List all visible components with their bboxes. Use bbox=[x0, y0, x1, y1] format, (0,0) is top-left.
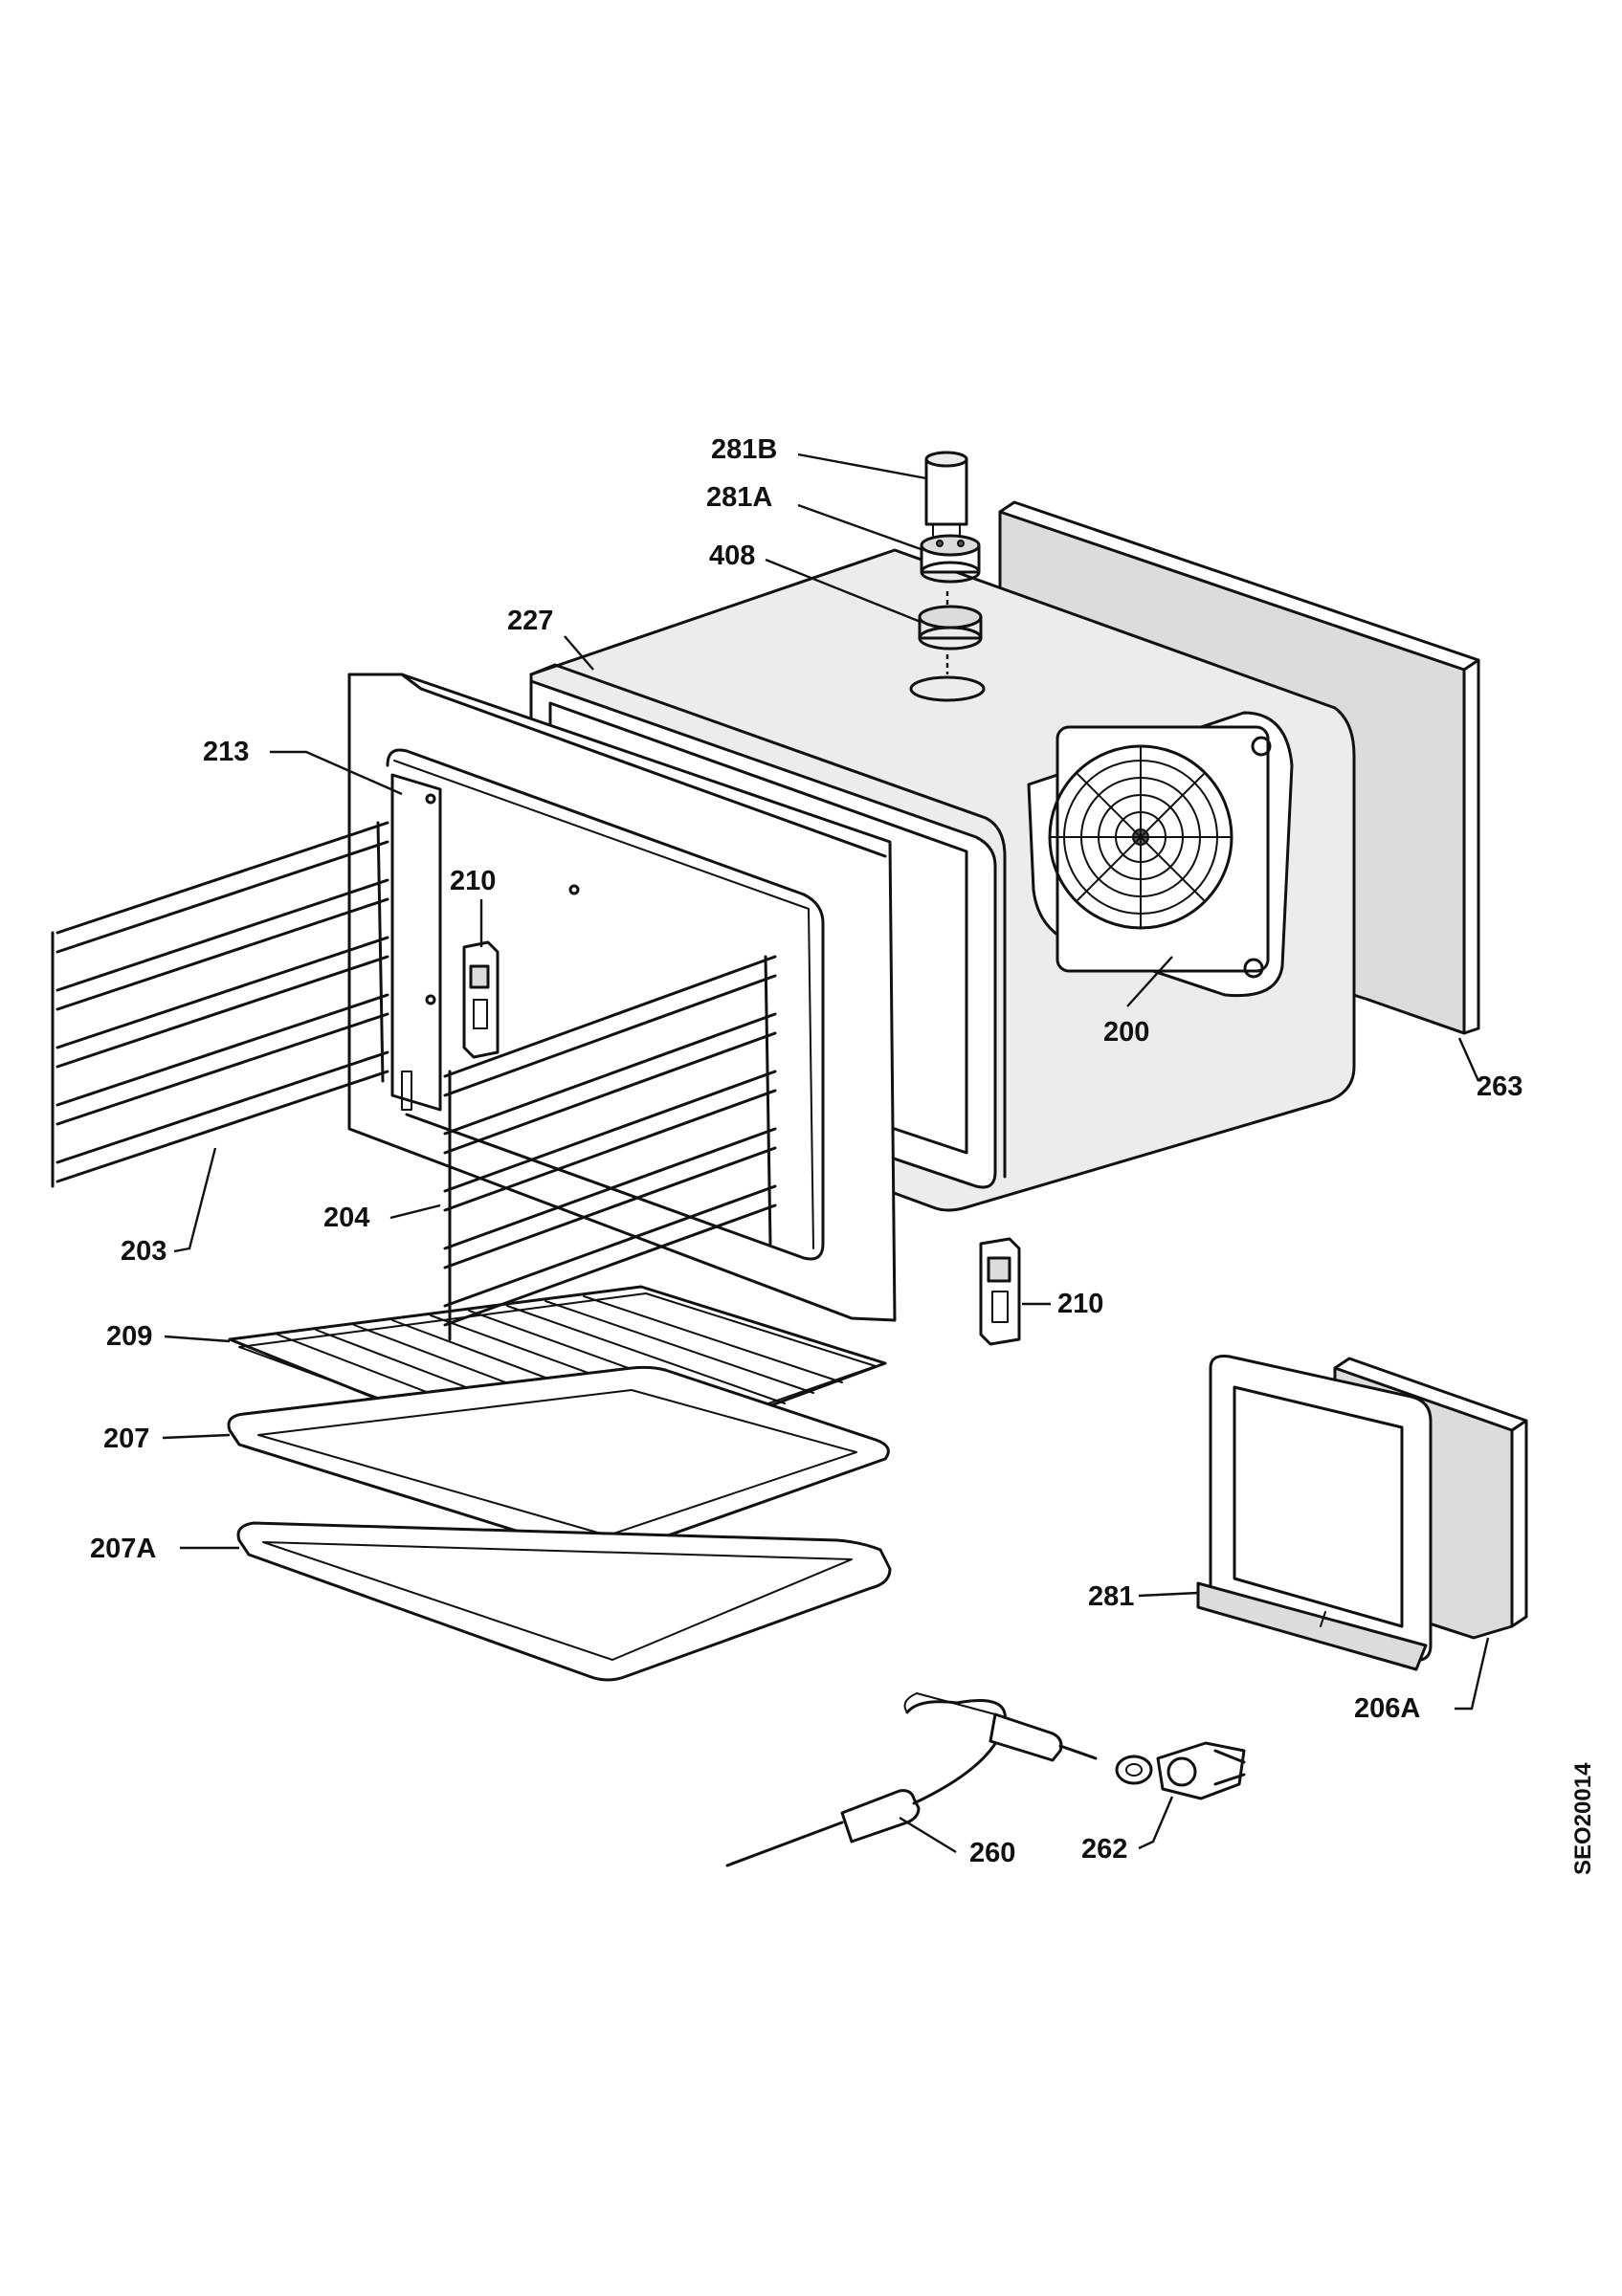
part-260-meat-probe bbox=[725, 1692, 1098, 1867]
callout-263: 263 bbox=[1477, 1071, 1522, 1102]
callout-207: 207 bbox=[103, 1424, 149, 1454]
callout-labels: 281B 281A 408 227 213 210 200 263 204 20… bbox=[90, 434, 1522, 1868]
callout-408: 408 bbox=[709, 541, 755, 571]
callout-209: 209 bbox=[106, 1321, 152, 1352]
callout-204: 204 bbox=[323, 1203, 369, 1233]
callout-227: 227 bbox=[507, 606, 553, 636]
part-281b-lamp-cover bbox=[924, 451, 968, 537]
drawing-code: SEO20014 bbox=[1570, 1762, 1596, 1875]
part-213-front-frame-seal bbox=[347, 673, 897, 1322]
callout-262: 262 bbox=[1081, 1834, 1127, 1865]
part-262-probe-socket bbox=[1115, 1741, 1246, 1800]
part-281-filter-frame bbox=[1196, 1355, 1433, 1671]
callout-281: 281 bbox=[1088, 1581, 1134, 1612]
callout-206a: 206A bbox=[1354, 1693, 1420, 1724]
part-203-left-shelf-support bbox=[51, 821, 389, 1188]
callout-260: 260 bbox=[969, 1838, 1015, 1868]
part-408-lamp-glass bbox=[918, 605, 983, 651]
callout-210-upper: 210 bbox=[450, 866, 496, 896]
part-281a-lamp-holder bbox=[920, 534, 981, 584]
part-210-upper-door-catch bbox=[462, 940, 500, 1059]
callout-210-lower: 210 bbox=[1057, 1289, 1103, 1319]
part-204-right-shelf-support bbox=[443, 955, 777, 1341]
part-210-lower-door-catch bbox=[979, 1237, 1021, 1346]
callout-281b: 281B bbox=[711, 434, 777, 465]
callout-213: 213 bbox=[203, 737, 249, 767]
callout-200: 200 bbox=[1103, 1017, 1149, 1048]
callout-281a: 281A bbox=[706, 482, 772, 513]
callout-203: 203 bbox=[121, 1236, 167, 1267]
callout-207a: 207A bbox=[90, 1534, 156, 1564]
leader-lines bbox=[162, 453, 1490, 1854]
part-207a-flat-tray bbox=[236, 1521, 892, 1682]
